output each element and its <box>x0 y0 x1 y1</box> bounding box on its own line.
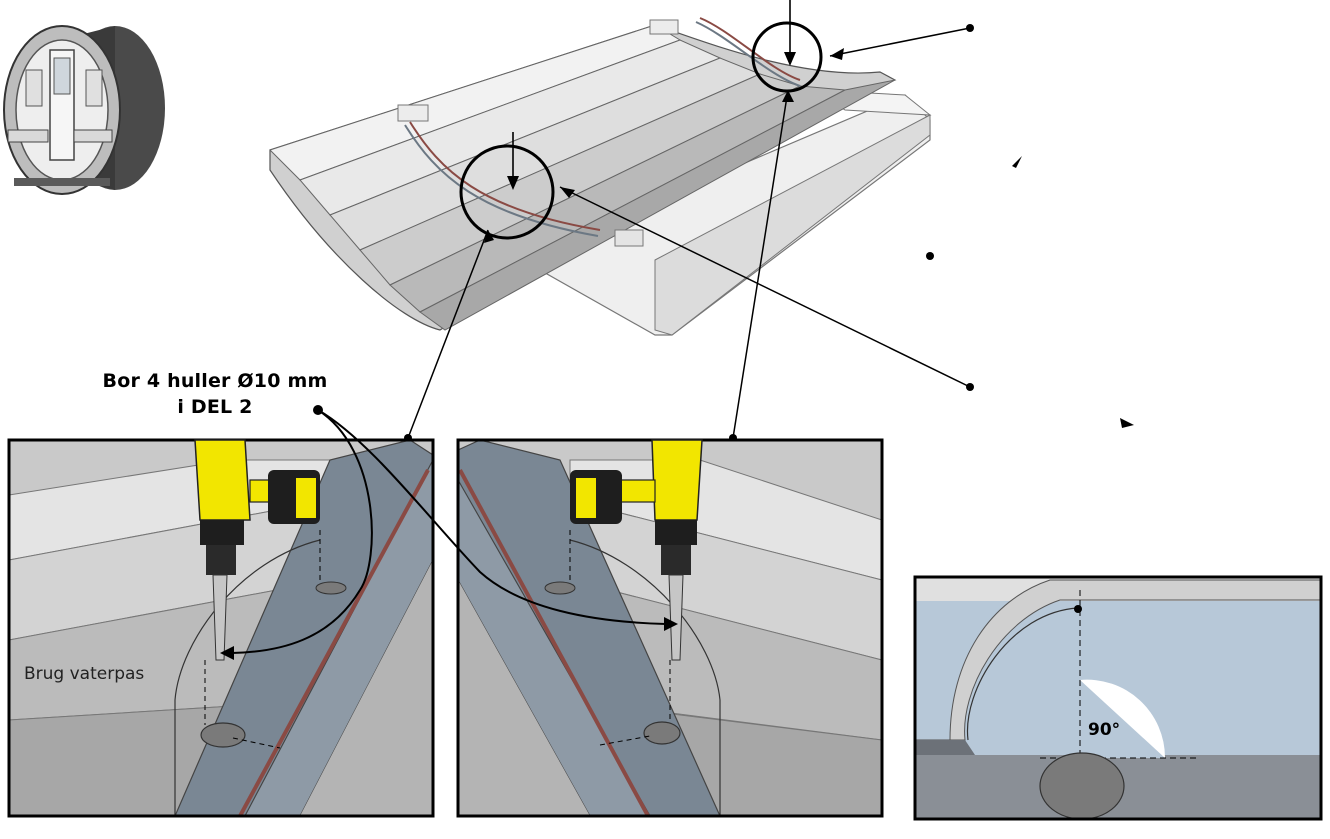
drill-callout-arrows <box>231 409 667 654</box>
drill-instruction-label: Bor 4 huller Ø10 mm i DEL 2 <box>60 368 370 420</box>
angle-detail-panel <box>913 575 1323 821</box>
drill-instruction-line2: i DEL 2 <box>177 396 253 418</box>
sauna-barrel-thumbnail <box>3 25 165 195</box>
leader-dots <box>404 24 1134 442</box>
angle-label: 90° <box>1088 720 1121 740</box>
drill-instruction-line1: Bor 4 huller Ø10 mm <box>102 370 328 392</box>
roof-assembly-3d <box>269 0 932 336</box>
level-hint-label: Brug vaterpas <box>24 664 145 684</box>
drill-callout-arrowheads <box>220 405 678 660</box>
leader-lines <box>407 27 971 439</box>
drill-left <box>194 439 320 661</box>
drill-middle <box>570 439 703 661</box>
detail-panel-middle <box>456 438 884 818</box>
